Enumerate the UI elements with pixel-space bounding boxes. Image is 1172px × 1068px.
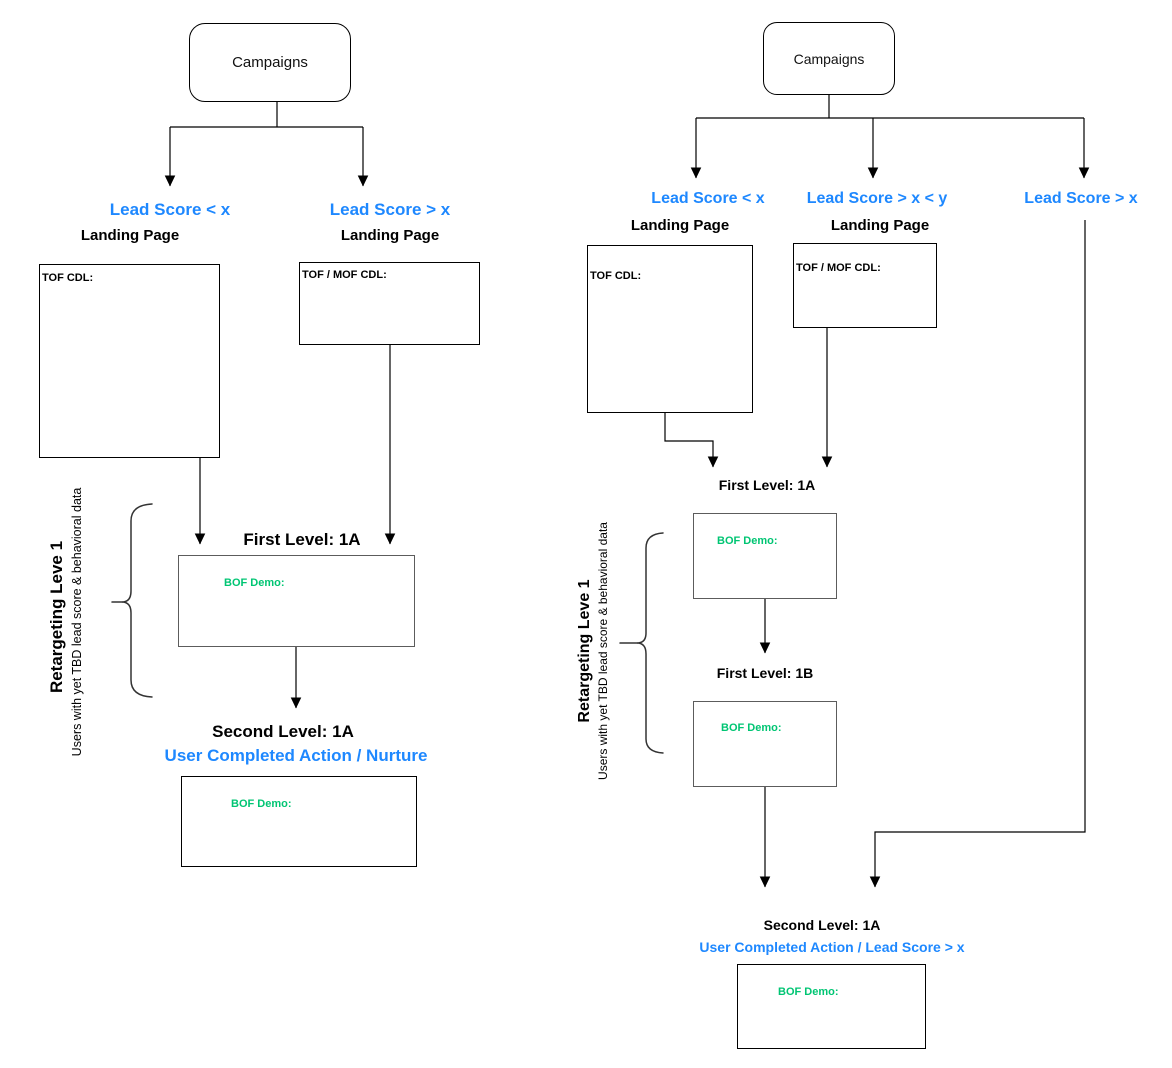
left-landing-page-2-label: Landing Page	[340, 227, 440, 244]
left-retargeting-title: Retargeting Leve 1	[47, 540, 66, 694]
left-second-level-box[interactable]: BOF Demo:	[181, 776, 417, 867]
left-first-level-label: First Level: 1A	[243, 530, 361, 549]
right-second-level-sublabel: User Completed Action / Lead Score > x	[699, 939, 965, 955]
right-first-level-1a-bof-label: BOF Demo:	[717, 535, 778, 547]
right-first-level-1b-label: First Level: 1B	[716, 665, 814, 681]
left-retargeting-subtitle: Users with yet TBD lead score & behavior…	[70, 487, 84, 757]
left-tof-mof-cdl-label: TOF / MOF CDL:	[302, 269, 387, 281]
right-tof-cdl-label: TOF CDL:	[590, 270, 642, 282]
right-second-level-box[interactable]: BOF Demo:	[737, 964, 926, 1049]
right-first-level-1b-bof-label: BOF Demo:	[721, 722, 782, 734]
right-campaigns-label: Campaigns	[793, 50, 865, 67]
right-landing-page-2-label: Landing Page	[830, 217, 930, 234]
right-campaigns-node[interactable]: Campaigns	[763, 22, 895, 95]
right-first-level-1a-label: First Level: 1A	[718, 477, 816, 493]
right-bypass-line	[869, 220, 1086, 888]
left-tof-cdl-label: TOF CDL:	[42, 272, 94, 284]
left-brace	[111, 503, 153, 698]
left-landing-page-1-label: Landing Page	[80, 227, 180, 244]
left-branch-label-lt: Lead Score < x	[109, 200, 231, 219]
left-tof-cdl-box[interactable]: TOF CDL:	[39, 264, 220, 458]
left-tof-mof-cdl-box[interactable]: TOF / MOF CDL:	[299, 262, 480, 345]
right-first-level-1b-box[interactable]: BOF Demo:	[693, 701, 837, 787]
right-second-level-bof-label: BOF Demo:	[778, 986, 839, 998]
right-retargeting-subtitle: Users with yet TBD lead score & behavior…	[596, 522, 610, 780]
right-first-level-1a-box[interactable]: BOF Demo:	[693, 513, 837, 599]
left-second-level-label: Second Level: 1A	[212, 722, 354, 741]
right-branch-label-lt: Lead Score < x	[651, 190, 765, 207]
left-first-level-bof-label: BOF Demo:	[224, 577, 285, 589]
left-connectors	[164, 102, 396, 709]
right-branch-label-mid: Lead Score > x < y	[806, 190, 948, 207]
right-connectors	[664, 95, 1090, 888]
left-branch-label-gt: Lead Score > x	[329, 200, 451, 219]
left-campaigns-node[interactable]: Campaigns	[189, 23, 351, 102]
right-elbow-tof-to-first	[664, 413, 719, 468]
right-tof-cdl-box[interactable]: TOF CDL:	[587, 245, 753, 413]
right-second-level-label: Second Level: 1A	[763, 917, 881, 933]
right-tof-mof-cdl-label: TOF / MOF CDL:	[796, 262, 881, 274]
left-second-level-bof-label: BOF Demo:	[231, 798, 292, 810]
right-landing-page-1-label: Landing Page	[630, 217, 730, 234]
right-branch-label-gt: Lead Score > x	[1024, 190, 1138, 207]
right-retargeting-title: Retargeting Leve 1	[576, 579, 593, 723]
left-first-level-box[interactable]: BOF Demo:	[178, 555, 415, 647]
right-tof-mof-cdl-box[interactable]: TOF / MOF CDL:	[793, 243, 937, 328]
right-brace	[619, 532, 664, 754]
left-second-level-sublabel: User Completed Action / Nurture	[164, 746, 428, 765]
left-campaigns-label: Campaigns	[232, 54, 308, 71]
